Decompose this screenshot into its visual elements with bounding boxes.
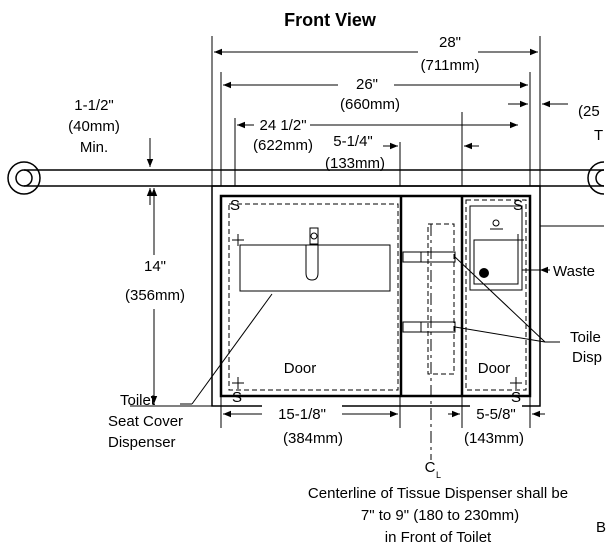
right-offset-mm-label: (143mm) (464, 430, 524, 447)
outer-frame (211, 185, 541, 407)
inner-frame (219, 194, 532, 398)
diagram-title: Front View (284, 10, 377, 30)
screw-label-bottom-left: S (232, 389, 242, 406)
screw-label-top-left: S (230, 197, 240, 214)
left-to-center-mm-label: (384mm) (283, 430, 343, 447)
label-bg (262, 404, 342, 422)
waste-lock-icon (479, 268, 489, 278)
bottom-cut-label: B (596, 519, 606, 536)
left-door-panel (228, 203, 399, 391)
tissue-leader-lower (454, 326, 546, 343)
seat-cover-slot (239, 244, 391, 292)
label-bg (418, 34, 478, 74)
center-section-mm-label: (133mm) (325, 155, 385, 172)
lock-cylinder (309, 227, 319, 245)
right-door-panel (465, 199, 527, 391)
waste-opening (473, 239, 519, 285)
right-cut-label-2: T (594, 127, 603, 144)
left-to-center-label: 15-1/8" (278, 406, 326, 423)
grab-bar-clearance-label: 1-1/2" (74, 97, 114, 114)
screw-mark-bottom-left (232, 377, 244, 389)
height-label: 14" (144, 258, 166, 275)
mount-width-label: 24 1/2" (259, 117, 306, 134)
tissue-spindle-lower (402, 321, 456, 333)
overall-width-mm-label: (711mm) (421, 57, 480, 74)
right-cut-label: (25 (578, 103, 600, 120)
tissue-spindle-upper (402, 251, 456, 263)
screw-label-top-right: S (513, 197, 523, 214)
centerline-symbol: C (425, 459, 436, 476)
inner-width-mm-label: (660mm) (340, 96, 400, 113)
note-line-1: Centerline of Tissue Dispenser shall be (308, 485, 568, 502)
seat-cover-leader (191, 293, 273, 405)
tissue-roll-outline (427, 223, 455, 375)
right-offset-label: 5-5/8" (476, 406, 516, 423)
waste-keyhole-icon (492, 219, 500, 227)
centerline-sub: L (436, 470, 441, 480)
door-label-left: Door (284, 360, 317, 377)
seat-cover-label-1: Toilet (120, 392, 156, 409)
screw-mark-top-left (232, 234, 244, 246)
inner-width-label: 26" (356, 76, 378, 93)
door-label-right: Door (478, 360, 511, 377)
lock-keyhole-icon (310, 232, 318, 240)
label-bg (338, 74, 394, 114)
tissue-label-2: Disp (572, 349, 602, 366)
waste-compartment (469, 205, 523, 291)
label-bg (110, 255, 200, 309)
label-bg (328, 132, 378, 148)
seat-cover-label-3: Dispenser (108, 434, 176, 451)
tissue-leader-upper (454, 256, 546, 343)
waste-label: Waste (553, 263, 595, 280)
screw-mark-bottom-right (510, 377, 522, 389)
grab-bar-clearance-mm-label: (40mm) (68, 118, 120, 135)
label-bg (254, 114, 310, 130)
note-line-3: in Front of Toilet (385, 529, 492, 546)
grab-bar-clearance-note: Min. (80, 139, 108, 156)
screw-label-bottom-right: S (511, 389, 521, 406)
seat-cover-hook (305, 245, 319, 281)
mount-width-mm-label: (622mm) (253, 137, 313, 154)
note-line-2: 7" to 9" (180 to 230mm) (361, 507, 519, 524)
seat-cover-label-2: Seat Cover (108, 413, 183, 430)
overall-width-label: 28" (439, 34, 461, 51)
grab-bar (7, 161, 605, 195)
center-section-label: 5-1/4" (333, 133, 373, 150)
tissue-label-1: Toile (570, 329, 601, 346)
label-bg (470, 404, 522, 422)
screw-mark-top-right (512, 234, 524, 246)
height-mm-label: (356mm) (125, 287, 185, 304)
